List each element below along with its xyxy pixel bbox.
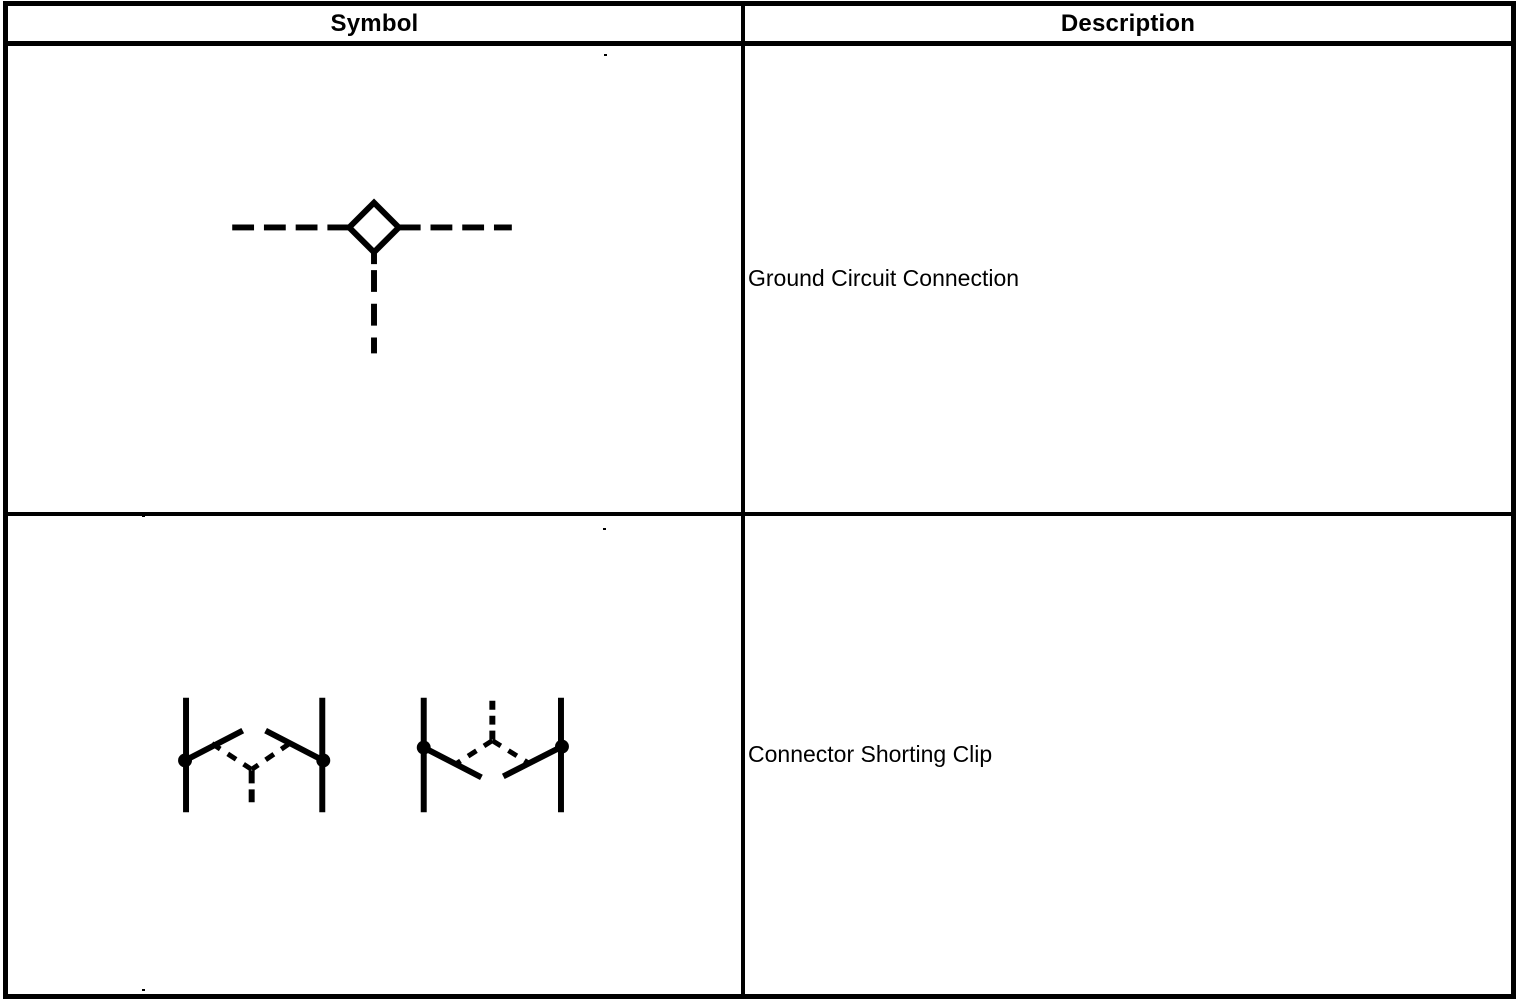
clip-arm-solid	[422, 744, 483, 781]
shorting-clip-variant-down	[178, 697, 331, 813]
clip-arm-dashed	[455, 738, 494, 766]
table-row: Connector Shorting Clip	[8, 516, 1511, 994]
symbol-header-label: Symbol	[330, 9, 419, 37]
scan-artifact	[142, 989, 145, 991]
clip-arm-dashed	[210, 741, 254, 772]
diamond-ground-node-icon	[345, 198, 403, 257]
symbol-legend-table: Symbol Description	[3, 1, 1516, 999]
scan-artifact	[603, 528, 606, 530]
symbol-column-header: Symbol	[8, 6, 745, 41]
shorting-clip-variant-up	[416, 697, 569, 813]
ground-circuit-connection-symbol	[225, 198, 512, 354]
clip-arm-solid	[264, 727, 325, 764]
description-text: Connector Shorting Clip	[748, 741, 993, 768]
table-row: Ground Circuit Connection	[8, 46, 1511, 516]
clip-arm-dashed	[491, 738, 531, 766]
description-text: Ground Circuit Connection	[748, 265, 1020, 292]
description-cell: Connector Shorting Clip	[745, 516, 1511, 994]
scan-artifact	[604, 54, 607, 56]
scan-artifact	[142, 515, 145, 517]
connector-shorting-clip-symbol	[178, 697, 569, 813]
table-header-row: Symbol Description	[8, 6, 1511, 46]
description-column-header: Description	[745, 6, 1511, 41]
description-header-label: Description	[1060, 9, 1196, 37]
description-cell: Ground Circuit Connection	[745, 46, 1511, 512]
symbol-cell-shorting-clip	[8, 516, 745, 994]
symbol-cell-ground-circuit	[8, 46, 745, 512]
clip-arm-dashed	[250, 741, 291, 772]
clip-arm-solid	[501, 743, 564, 780]
